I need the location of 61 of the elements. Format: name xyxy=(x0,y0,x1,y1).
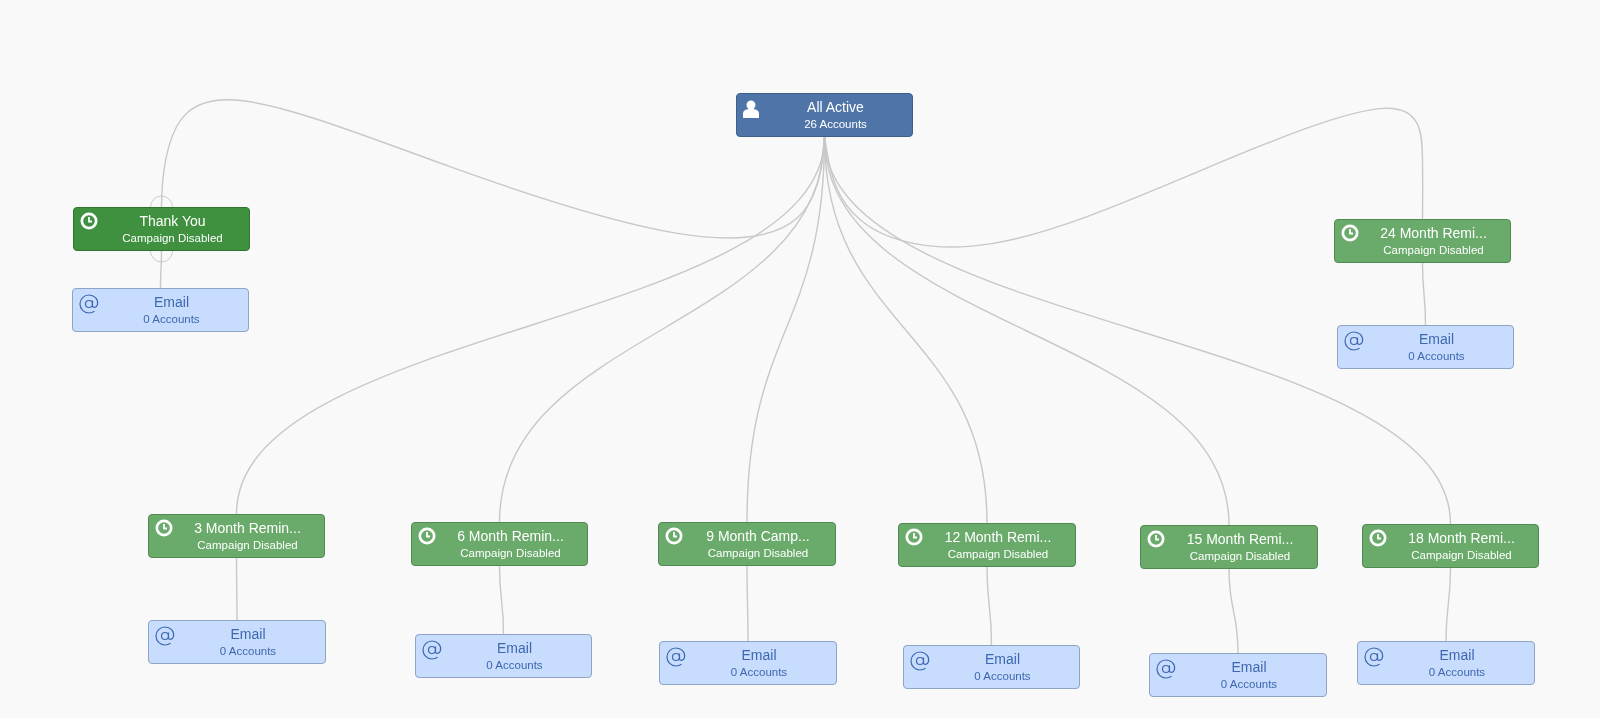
node-title: Email xyxy=(230,625,266,643)
campaign-box xyxy=(73,207,250,251)
node-subtitle: 0 Accounts xyxy=(1428,665,1486,680)
node-title: 9 Month Camp... xyxy=(706,527,810,545)
node-title: Email xyxy=(1419,330,1454,348)
node-title: 3 Month Remin... xyxy=(194,519,301,537)
node-subtitle: 0 Accounts xyxy=(1220,677,1278,692)
node-subtitle: Campaign Disabled xyxy=(1411,548,1512,563)
node-title: Email xyxy=(1439,646,1475,664)
connector-line xyxy=(746,565,749,642)
node-title: Email xyxy=(985,650,1020,668)
node-title: Thank You xyxy=(139,212,206,230)
node-title: 6 Month Remin... xyxy=(457,527,564,545)
connector-line xyxy=(823,107,1424,248)
node-subtitle: 0 Accounts xyxy=(143,312,200,327)
email-box xyxy=(1337,325,1514,369)
campaign-box xyxy=(658,522,836,566)
campaign-box xyxy=(411,522,588,566)
node-subtitle: Campaign Disabled xyxy=(122,231,223,246)
campaign-box xyxy=(1362,524,1539,568)
node-subtitle: 0 Accounts xyxy=(974,669,1031,684)
email-box xyxy=(72,288,249,332)
node-title: 24 Month Remi... xyxy=(1380,224,1487,242)
email-box xyxy=(148,620,326,664)
node-title: Email xyxy=(1231,658,1267,676)
connector-line xyxy=(1421,262,1427,326)
campaign-box xyxy=(1140,525,1318,569)
node-subtitle: Campaign Disabled xyxy=(947,547,1049,562)
node-subtitle: Campaign Disabled xyxy=(197,538,298,553)
email-box xyxy=(903,645,1080,689)
segment-box xyxy=(736,93,913,137)
email-box xyxy=(415,634,592,678)
connector-line xyxy=(160,99,826,239)
connector-line xyxy=(1228,568,1239,654)
connector-line xyxy=(159,250,163,289)
campaign-box xyxy=(898,523,1076,567)
node-subtitle: 0 Accounts xyxy=(486,658,543,673)
node-title: 18 Month Remi... xyxy=(1408,529,1515,547)
node-subtitle: Campaign Disabled xyxy=(1383,243,1484,258)
connector-line xyxy=(986,566,993,646)
connector-line xyxy=(235,557,238,621)
node-title: All Active xyxy=(807,98,864,116)
node-subtitle: 0 Accounts xyxy=(730,665,788,680)
campaign-box xyxy=(148,514,325,558)
node-title: 12 Month Remi... xyxy=(944,528,1052,546)
node-title: Email xyxy=(497,639,532,657)
node-subtitle: 0 Accounts xyxy=(219,644,277,659)
node-title: 15 Month Remi... xyxy=(1186,530,1294,548)
email-box xyxy=(1357,641,1535,685)
connector-line xyxy=(1445,567,1452,642)
node-subtitle: 26 Accounts xyxy=(804,117,867,132)
node-subtitle: Campaign Disabled xyxy=(1189,549,1291,564)
node-subtitle: 0 Accounts xyxy=(1408,349,1465,364)
email-box xyxy=(1149,653,1327,697)
node-title: Email xyxy=(154,293,189,311)
node-subtitle: Campaign Disabled xyxy=(707,546,809,561)
node-title: Email xyxy=(741,646,777,664)
node-subtitle: Campaign Disabled xyxy=(460,546,561,561)
connector-line xyxy=(498,565,505,635)
campaign-box xyxy=(1334,219,1511,263)
email-box xyxy=(659,641,837,685)
